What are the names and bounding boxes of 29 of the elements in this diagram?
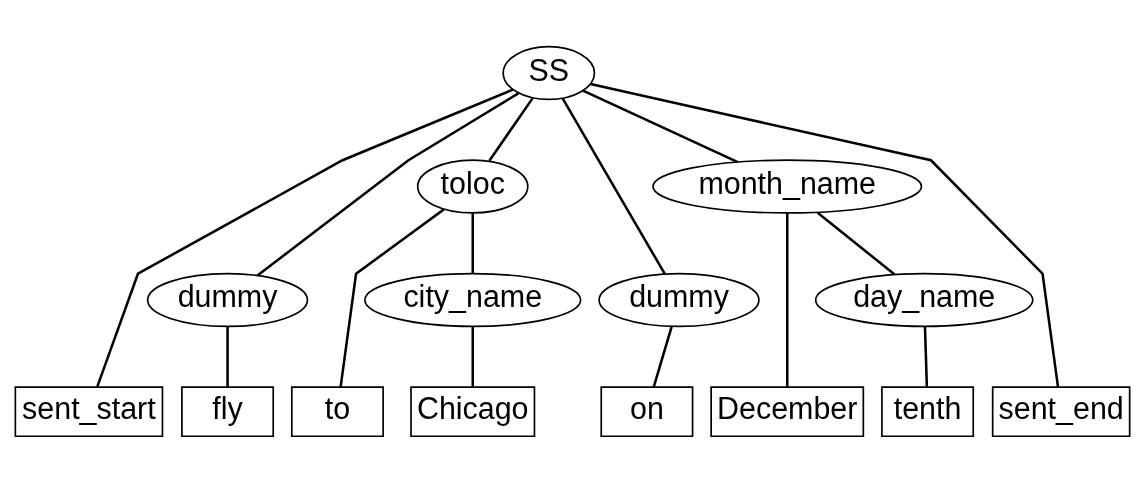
connector bbox=[785, 212, 789, 387]
connector bbox=[582, 88, 739, 163]
node-box: December bbox=[710, 385, 865, 437]
connector bbox=[471, 212, 474, 273]
connector bbox=[339, 207, 445, 387]
connector bbox=[471, 326, 474, 387]
node-ellipse: day_name bbox=[814, 272, 1034, 327]
node-ellipse: toloc bbox=[416, 158, 529, 214]
connector bbox=[561, 97, 666, 275]
node-ellipse: SS bbox=[502, 45, 596, 100]
node-box: sent_end bbox=[991, 385, 1131, 437]
connector bbox=[96, 87, 514, 387]
node-ellipse: dummy bbox=[146, 272, 309, 327]
connector bbox=[652, 325, 673, 387]
node-box: to bbox=[290, 385, 384, 437]
node-ellipse: city_name bbox=[364, 272, 582, 327]
connector bbox=[590, 82, 1060, 387]
node-ellipse: dummy bbox=[598, 272, 760, 327]
connector bbox=[488, 96, 534, 161]
connector bbox=[256, 91, 520, 277]
node-box: Chicago bbox=[410, 385, 536, 437]
connector bbox=[816, 211, 896, 275]
node-box: on bbox=[600, 385, 694, 437]
connector bbox=[923, 326, 929, 387]
node-box: sent_start bbox=[14, 385, 164, 437]
node-box: fly bbox=[181, 385, 275, 437]
connector bbox=[226, 326, 229, 387]
node-box: tenth bbox=[881, 385, 975, 437]
node-ellipse: month_name bbox=[652, 158, 923, 214]
